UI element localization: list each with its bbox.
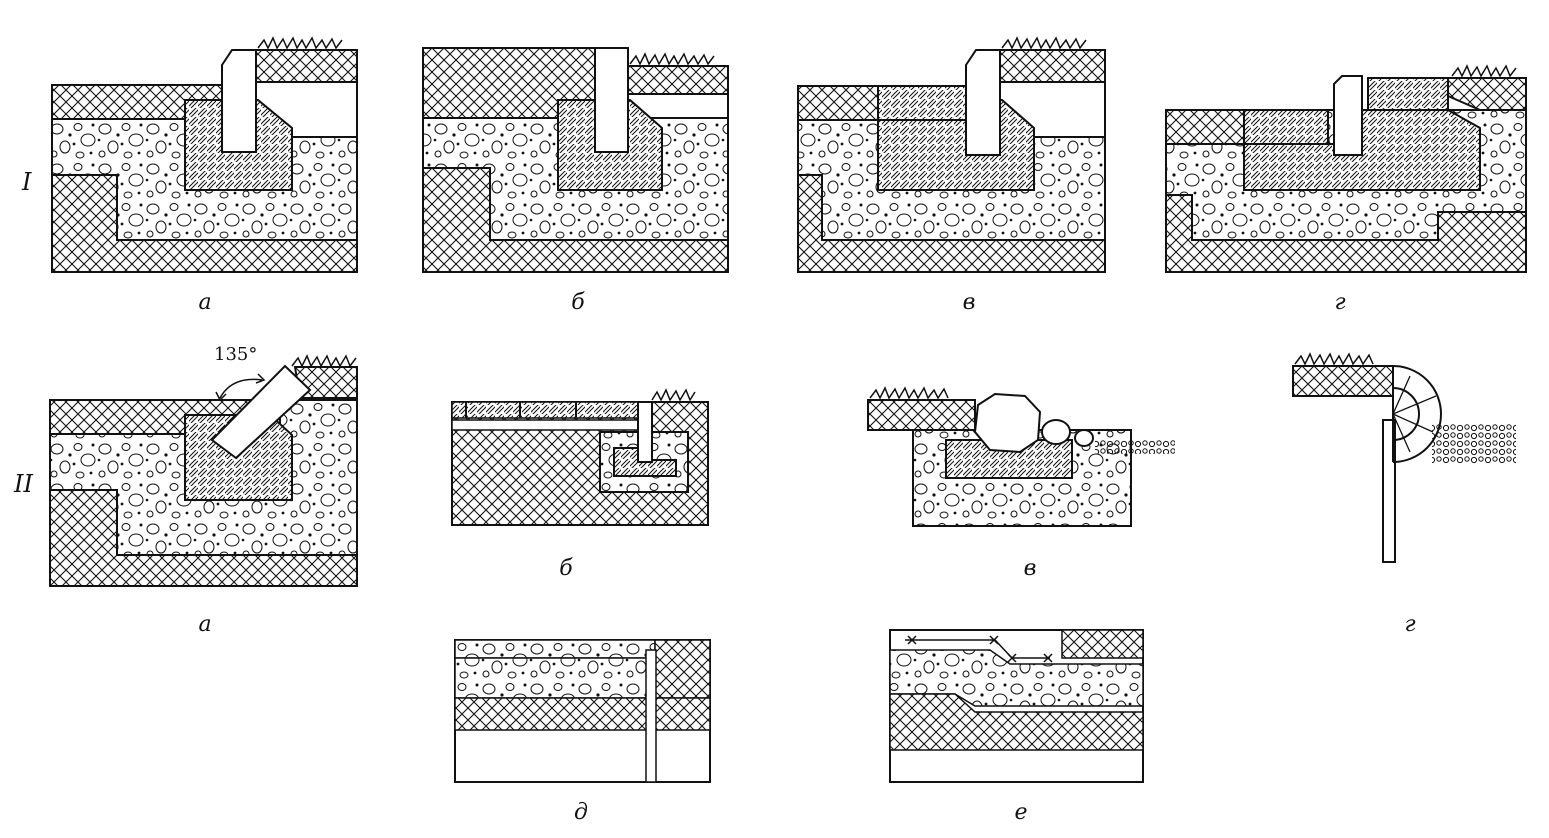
row-label-I: I — [22, 168, 32, 196]
caption-I-v: в — [962, 290, 976, 315]
panel-II-g — [1292, 352, 1516, 563]
angle-label: 135° — [214, 344, 258, 365]
panel-I-b — [422, 47, 729, 273]
row-label-II: II — [14, 470, 33, 498]
panel-II-b — [451, 388, 709, 526]
caption-II-a: а — [198, 612, 212, 637]
caption-I-b: б — [571, 290, 585, 315]
caption-II-g: г — [1404, 612, 1416, 637]
caption-II-v: в — [1023, 556, 1037, 581]
panel-I-v — [797, 36, 1106, 273]
panel-e — [889, 629, 1144, 783]
caption-II-b: б — [559, 556, 573, 581]
panel-II-a — [49, 354, 358, 587]
caption-I-a: а — [198, 290, 212, 315]
panel-II-v — [867, 386, 1175, 527]
panel-d — [454, 639, 711, 783]
caption-I-g: г — [1334, 290, 1346, 315]
caption-d: д — [574, 800, 588, 825]
caption-e: е — [1014, 800, 1028, 825]
panel-I-g — [1165, 64, 1527, 273]
panel-I-a — [51, 36, 358, 273]
